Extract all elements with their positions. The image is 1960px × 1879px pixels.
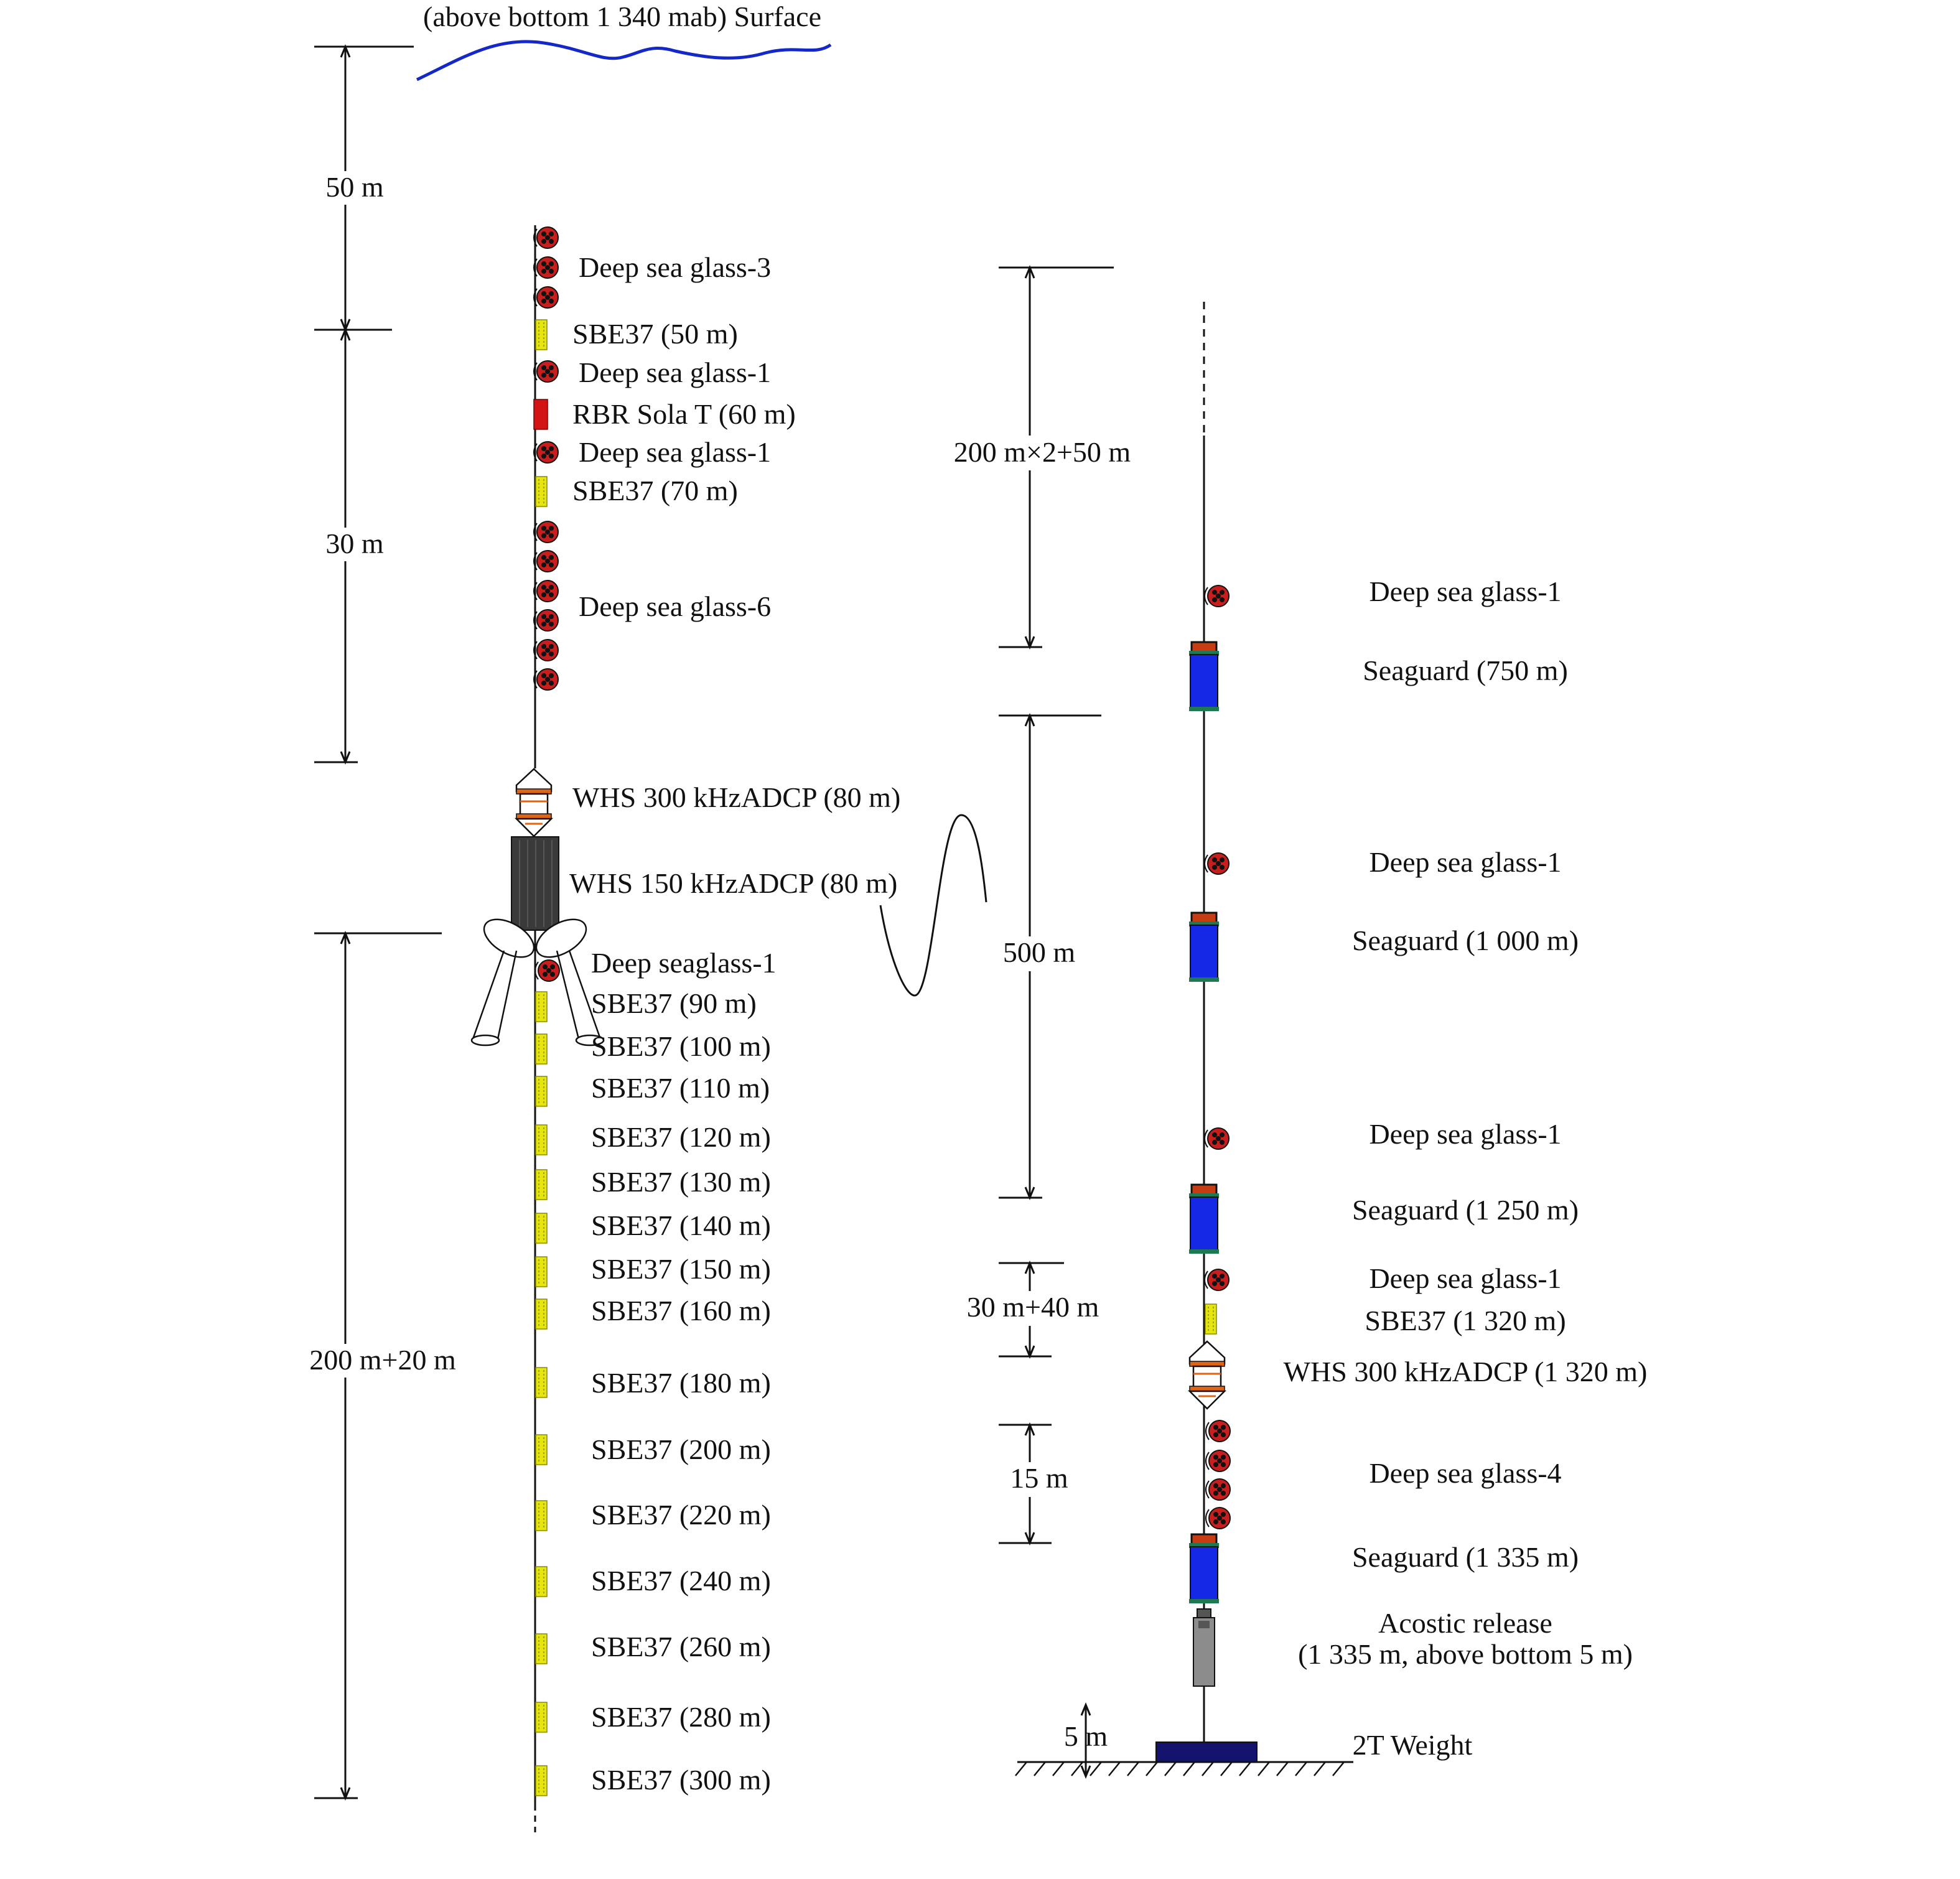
label-sbe37: SBE37 (260 m): [591, 1631, 771, 1662]
dim-50m: 50 m: [325, 171, 384, 203]
label-sbe37: SBE37 (220 m): [591, 1499, 771, 1531]
label-sbe37: SBE37 (280 m): [591, 1701, 771, 1733]
label-sbe37: SBE37 (90 m): [591, 987, 757, 1019]
sbe37-sensor-icon: [535, 1367, 548, 1398]
acoustic-release-icon: [1193, 1608, 1215, 1687]
sbe37-sensor-icon: [535, 476, 548, 507]
label-r-glass-4: Deep sea glass-4: [1369, 1457, 1561, 1489]
sbe37-sensor-list: [535, 991, 548, 1796]
label-r-glass-1d: Deep sea glass-1: [1369, 1262, 1561, 1294]
label-sbe37-1320: SBE37 (1 320 m): [1365, 1305, 1566, 1336]
sbe37-sensor-icon: [535, 1124, 548, 1155]
sbe37-sensor-icon: [535, 1299, 548, 1330]
label-sbe37: SBE37 (180 m): [591, 1367, 771, 1399]
label-whs300-80: WHS 300 kHzADCP (80 m): [572, 781, 900, 813]
sea-surface-wave: [416, 40, 832, 82]
adcp-icon: [1188, 1340, 1226, 1410]
sbe37-sensor-icon: [535, 1566, 548, 1597]
label-sbe37: SBE37 (160 m): [591, 1295, 771, 1326]
sbe37-sensor-icon: [535, 1213, 548, 1244]
label-glass-3: Deep sea glass-3: [579, 251, 771, 283]
label-seaguard-750: Seaguard (750 m): [1363, 655, 1568, 686]
label-rbr-60: RBR Sola T (60 m): [572, 398, 796, 430]
label-sbe37: SBE37 (110 m): [591, 1072, 770, 1104]
label-r-glass-1c: Deep sea glass-1: [1369, 1118, 1561, 1150]
deep-sea-glass-float-icon: [1204, 852, 1230, 875]
label-sbe37: SBE37 (100 m): [591, 1030, 771, 1062]
seaguard-icon: [1188, 912, 1220, 983]
surface-label: (above bottom 1 340 mab) Surface: [423, 1, 821, 32]
label-2t-weight: 2T Weight: [1353, 1729, 1473, 1761]
label-sbe37-50: SBE37 (50 m): [572, 318, 738, 350]
sbe37-sensor-icon: [535, 1169, 548, 1200]
sbe37-sensor-icon: [535, 1434, 548, 1465]
label-release-depth: (1 335 m, above bottom 5 m): [1298, 1638, 1633, 1670]
deep-sea-glass-float-icon: [533, 441, 559, 464]
right-dimension-lines: [999, 265, 1114, 1779]
sbe37-sensor-icon: [535, 1500, 548, 1531]
sbe37-sensor-icon: [535, 1765, 548, 1796]
buoy-icon: [470, 836, 605, 1047]
deep-sea-glass-float-icon: [533, 360, 559, 383]
dim-500m: 500 m: [1003, 936, 1076, 968]
label-acoustic-release: Acostic release: [1378, 1607, 1552, 1639]
label-seaguard-1335: Seaguard (1 335 m): [1352, 1541, 1579, 1573]
seaguard-icon: [1188, 1533, 1220, 1605]
label-glass-6: Deep sea glass-6: [579, 590, 771, 622]
break-symbol: [879, 814, 987, 997]
dim-70m: 30 m+40 m: [967, 1291, 1099, 1323]
label-glass-1b: Deep sea glass-1: [579, 436, 771, 468]
dim-30m: 30 m: [325, 528, 384, 559]
sbe37-sensor-icon: [535, 991, 548, 1022]
label-sbe37: SBE37 (120 m): [591, 1121, 771, 1153]
deep-sea-glass-float-icon: [1205, 1420, 1231, 1529]
deep-sea-glass-float-icon: [1204, 1127, 1230, 1150]
deep-sea-glass-float-icon: [533, 521, 559, 691]
dim-15m: 15 m: [1010, 1462, 1068, 1494]
label-glass-1a: Deep sea glass-1: [579, 357, 771, 388]
seaguard-icon: [1188, 1183, 1220, 1255]
sbe37-sensor-icon: [535, 1633, 548, 1664]
label-r-glass-1a: Deep sea glass-1: [1369, 576, 1561, 607]
dim-450m: 200 m×2+50 m: [954, 436, 1131, 468]
dim-5m: 5 m: [1064, 1720, 1108, 1752]
sbe37-sensor-icon: [535, 1076, 548, 1107]
label-r-glass-1b: Deep sea glass-1: [1369, 846, 1561, 878]
label-seaguard-1250: Seaguard (1 250 m): [1352, 1194, 1579, 1226]
label-sbe37: SBE37 (300 m): [591, 1764, 771, 1796]
label-sbe37-70: SBE37 (70 m): [572, 475, 738, 506]
label-whs150-80: WHS 150 kHzADCP (80 m): [569, 867, 897, 899]
label-seaguard-1000: Seaguard (1 000 m): [1352, 925, 1579, 956]
left-dimension-lines: [314, 44, 442, 1801]
dim-220m: 200 m+20 m: [309, 1344, 456, 1376]
sbe37-sensor-icon: [1205, 1303, 1217, 1335]
label-sbe37: SBE37 (140 m): [591, 1210, 771, 1241]
anchor-weight-icon: [1155, 1741, 1258, 1763]
sbe37-sensor-icon: [535, 1033, 548, 1065]
deep-sea-glass-float-icon: [1204, 1269, 1230, 1291]
label-whs300-1320: WHS 300 kHzADCP (1 320 m): [1284, 1356, 1648, 1387]
deep-sea-glass-float-icon: [533, 226, 559, 309]
seaguard-icon: [1188, 641, 1220, 712]
label-sbe37: SBE37 (150 m): [591, 1253, 771, 1285]
seabed: [1015, 1761, 1353, 1776]
deep-sea-glass-float-icon: [534, 959, 560, 982]
label-sbe37: SBE37 (240 m): [591, 1565, 771, 1597]
label-seaglass-1: Deep seaglass-1: [591, 947, 777, 979]
sbe37-sensor-icon: [535, 1256, 548, 1287]
adcp-icon: [515, 768, 553, 837]
label-sbe37: SBE37 (200 m): [591, 1434, 771, 1465]
deep-sea-glass-float-icon: [1204, 585, 1230, 607]
sbe37-sensor-icon: [535, 1702, 548, 1733]
sbe37-sensor-icon: [535, 319, 548, 350]
label-sbe37: SBE37 (130 m): [591, 1166, 771, 1198]
rbr-sensor-icon: [533, 399, 548, 430]
